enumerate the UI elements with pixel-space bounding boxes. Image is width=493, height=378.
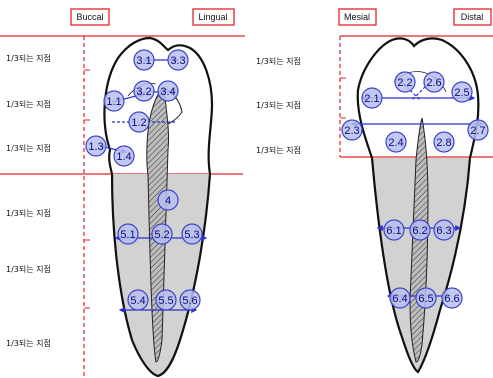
third-label-md-cervical: 1/3되는 지점 [256,145,301,155]
measurement-point-label: 5.5 [158,295,173,307]
header-lingual: Lingual [193,9,234,25]
measurement-point-left-1-4: 1.4 [114,146,134,166]
measurement-point-left-1-1: 1.1 [104,91,124,111]
measurement-point-label: 5.3 [184,229,199,241]
measurement-point-label: 1.1 [106,96,121,108]
header-buccal-text: Buccal [76,12,103,22]
third-label-crown-middle: 1/3되는 지점 [6,99,51,109]
measurement-point-label: 5.4 [130,295,145,307]
measurement-point-label: 6.6 [444,293,459,305]
measurement-point-label: 2.5 [454,87,469,99]
header-lingual-text: Lingual [198,12,227,22]
measurement-point-left-4: 4 [158,190,178,210]
measurement-point-left-3-1: 3.1 [134,50,154,70]
measurement-point-right-2-3: 2.3 [342,120,362,140]
measurement-point-left-3-2: 3.2 [134,81,154,101]
measurement-point-right-6-1: 6.1 [384,220,404,240]
measurement-point-left-3-3: 3.3 [168,50,188,70]
measurement-point-label: 4 [165,195,171,207]
measurement-point-label: 3.1 [136,55,151,67]
measurement-point-left-5-4: 5.4 [128,290,148,310]
measurement-point-right-2-7: 2.7 [468,120,488,140]
third-label-root-middle: 1/3되는 지점 [6,264,51,274]
measurement-point-label: 2.6 [426,77,441,89]
measurement-point-label: 6.5 [418,293,433,305]
measurement-point-label: 2.1 [364,93,379,105]
measurement-point-label: 2.7 [470,125,485,137]
third-label-root-apical: 1/3되는 지점 [6,338,51,348]
third-label-md-occlusal: 1/3되는 지점 [256,56,301,66]
measurement-point-right-2-2: 2.2 [395,72,415,92]
measurement-point-label: 6.3 [436,225,451,237]
measurement-point-right-6-5: 6.5 [416,288,436,308]
measurement-point-left-5-5: 5.5 [156,290,176,310]
measurement-point-left-5-6: 5.6 [180,290,200,310]
measurement-point-label: 3.3 [170,55,185,67]
measurement-point-right-6-6: 6.6 [442,288,462,308]
measurement-point-right-2-8: 2.8 [434,132,454,152]
measurement-point-left-5-1: 5.1 [118,224,138,244]
left-third-labels: 1/3되는 지점 1/3되는 지점 1/3되는 지점 1/3되는 지점 1/3되… [6,53,51,348]
measurement-point-left-1-2: 1.2 [129,112,149,132]
measurement-point-label: 2.2 [397,77,412,89]
measurement-point-right-2-6: 2.6 [424,72,444,92]
header-mesial: Mesial [339,9,376,25]
measurement-point-label: 1.4 [116,151,131,163]
third-label-crown-cervical: 1/3되는 지점 [6,143,51,153]
measurement-point-label: 2.4 [388,137,403,149]
measurement-point-right-2-1: 2.1 [362,88,382,108]
third-label-root-cervical: 1/3되는 지점 [6,208,51,218]
measurement-point-label: 2.8 [436,137,451,149]
measurement-point-right-6-3: 6.3 [434,220,454,240]
third-label-md-middle: 1/3되는 지점 [256,100,301,110]
measurement-point-label: 5.1 [120,229,135,241]
measurement-point-left-1-3: 1.3 [86,136,106,156]
header-buccal: Buccal [71,9,109,25]
measurement-point-label: 3.2 [136,86,151,98]
measurement-point-right-6-2: 6.2 [410,220,430,240]
measurement-point-label: 6.2 [412,225,427,237]
measurement-point-left-3-4: 3.4 [158,81,178,101]
measurement-point-label: 5.2 [154,229,169,241]
header-distal: Distal [454,9,491,25]
measurement-point-label: 2.3 [344,125,359,137]
measurement-point-label: 1.2 [131,117,146,129]
measurement-point-label: 1.3 [88,141,103,153]
measurement-point-left-5-3: 5.3 [182,224,202,244]
header-mesial-text: Mesial [344,12,370,22]
measurement-point-label: 6.4 [392,293,407,305]
third-label-crown-occlusal: 1/3되는 지점 [6,53,51,63]
middle-third-labels: 1/3되는 지점 1/3되는 지점 1/3되는 지점 [256,56,301,155]
header-distal-text: Distal [461,12,484,22]
measurement-point-right-6-4: 6.4 [390,288,410,308]
measurement-point-label: 3.4 [160,86,175,98]
measurement-point-left-5-2: 5.2 [152,224,172,244]
measurement-point-label: 5.6 [182,295,197,307]
measurement-point-right-2-4: 2.4 [386,132,406,152]
measurement-point-label: 6.1 [386,225,401,237]
measurement-point-right-2-5: 2.5 [452,82,472,102]
